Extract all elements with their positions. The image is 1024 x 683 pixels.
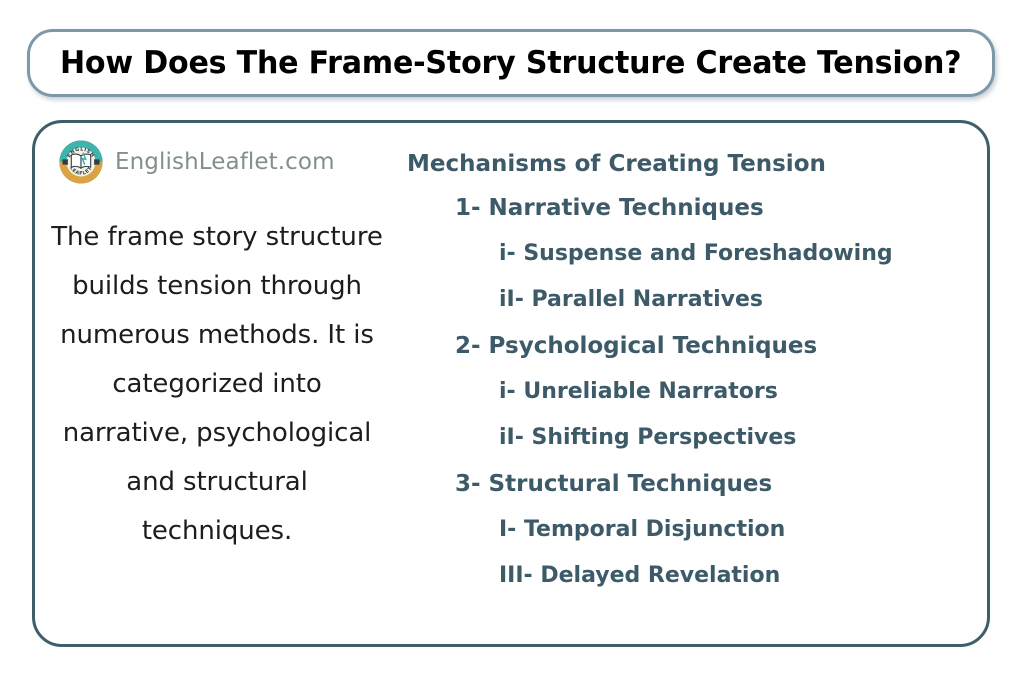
title-banner: How Does The Frame-Story Structure Creat… (27, 29, 995, 97)
outline-subitem-3-1: I- Temporal Disjunction (499, 517, 786, 542)
left-column: ENGLISH LEAFLET EnglishLeaflet.com The f… (35, 123, 395, 644)
outline-section-2: 2- Psychological Techniques (455, 333, 818, 359)
page-title: How Does The Frame-Story Structure Creat… (60, 45, 962, 81)
outline-subitem-1-1: i- Suspense and Foreshadowing (499, 241, 893, 266)
summary-paragraph: The frame story structure builds tension… (51, 222, 383, 546)
outline-subitem-2-2: iI- Shifting Perspectives (499, 425, 797, 450)
outline-section-1: 1- Narrative Techniques (455, 195, 764, 221)
content-columns: ENGLISH LEAFLET EnglishLeaflet.com The f… (35, 123, 987, 644)
outline-subitem-2-1: i- Unreliable Narrators (499, 379, 778, 404)
outline-subitem-3-2: III- Delayed Revelation (499, 563, 781, 588)
outline-subitem-1-2: iI- Parallel Narratives (499, 287, 764, 312)
brand-lockup: ENGLISH LEAFLET EnglishLeaflet.com (59, 140, 335, 184)
outline-heading: Mechanisms of Creating Tension (407, 151, 826, 177)
content-card: ENGLISH LEAFLET EnglishLeaflet.com The f… (32, 120, 990, 647)
open-book-badge-icon: ENGLISH LEAFLET (59, 140, 103, 184)
outline-section-3: 3- Structural Techniques (455, 471, 773, 497)
outline-list: Mechanisms of Creating Tension 1- Narrat… (407, 153, 979, 609)
brand-name: EnglishLeaflet.com (115, 149, 335, 175)
right-column: Mechanisms of Creating Tension 1- Narrat… (395, 123, 987, 644)
